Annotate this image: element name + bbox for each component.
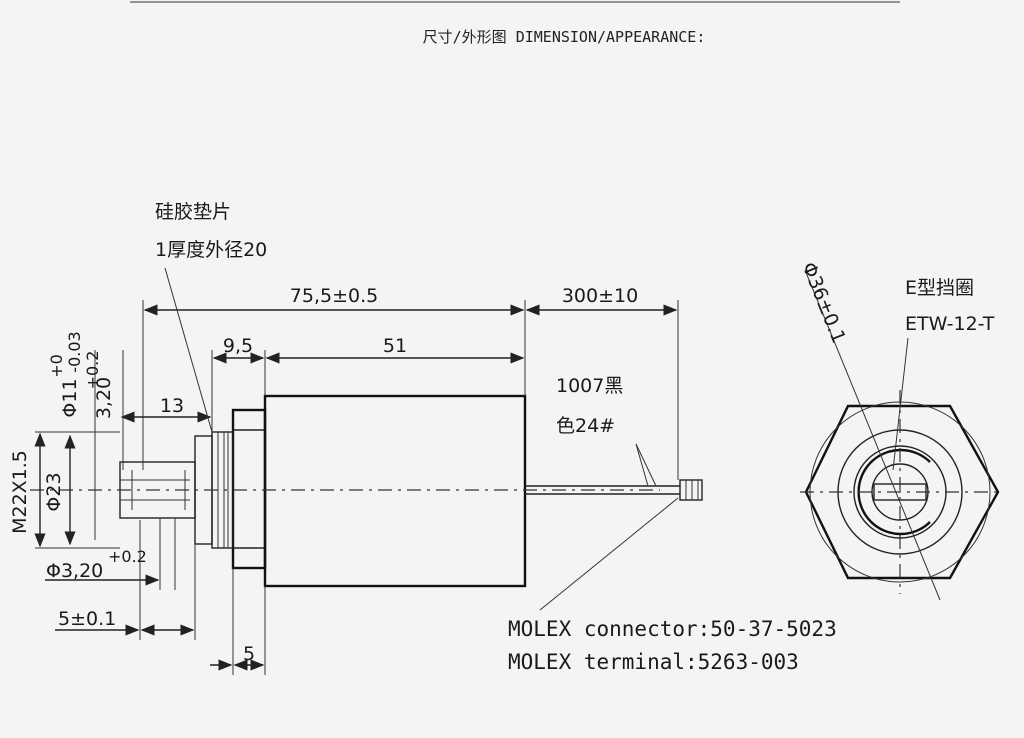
dim-offset: 9,5 <box>223 335 253 357</box>
connector-label: MOLEX connector:50-37-5023 <box>508 617 837 641</box>
terminal-label: MOLEX terminal:5263-003 <box>508 650 799 674</box>
gasket-label-1: 硅胶垫片 <box>155 201 231 223</box>
wire-label-2: 色24# <box>556 415 615 437</box>
annotations: 硅胶垫片 1厚度外径20 1007黑 色24# MOLEX connector:… <box>155 201 837 674</box>
eclip-label-1: E型挡圈 <box>905 277 974 299</box>
dim-plunger-tol-upper: +0 <box>47 354 66 378</box>
gasket-leader <box>164 267 213 433</box>
dim-plunger-tol-lower: -0.03 <box>65 331 84 372</box>
dim-hole-upper: 3,20 <box>93 377 115 419</box>
dim-body-length: 51 <box>383 335 407 357</box>
dim-outer-dia: Φ36±0.1 <box>797 259 849 346</box>
dim-thread: M22X1.5 <box>9 450 31 534</box>
eclip-leader <box>892 337 909 471</box>
dim-hole-lower-tol: +0.2 <box>108 547 147 566</box>
drawing-title: 尺寸/外形图 DIMENSION/APPEARANCE: <box>423 28 706 46</box>
connector-leader <box>539 497 679 611</box>
wire-label-1: 1007黑 <box>556 375 623 397</box>
side-view <box>30 394 703 588</box>
dim-plunger-dia: Φ11 <box>59 378 81 417</box>
outer-dia-leader <box>804 269 941 601</box>
coil-body <box>263 394 527 588</box>
dim-hole-lower: Φ3,20 <box>46 560 103 582</box>
end-view: Φ36±0.1 E型挡圈 ETW-12-T <box>797 259 1000 601</box>
dim-tip-length: 5±0.1 <box>58 608 116 630</box>
gasket-label-2: 1厚度外径20 <box>155 239 267 261</box>
eclip-label-2: ETW-12-T <box>905 313 995 335</box>
dim-hole-upper-tol: +0.2 <box>83 351 102 390</box>
molex-connector <box>679 479 703 501</box>
wire-leader <box>635 443 649 487</box>
dim-flange-dia: Φ23 <box>43 472 65 511</box>
dim-nut-thickness: 5 <box>243 643 255 665</box>
side-dimensions: 75,5±0.5 300±10 9,5 51 13 M22X1.5 Φ23 Φ1… <box>9 285 679 675</box>
mounting-nut <box>231 408 267 570</box>
dim-overall-length: 75,5±0.5 <box>290 285 378 307</box>
dim-shaft-extension: 13 <box>160 395 184 417</box>
dim-lead-length: 300±10 <box>562 285 638 307</box>
